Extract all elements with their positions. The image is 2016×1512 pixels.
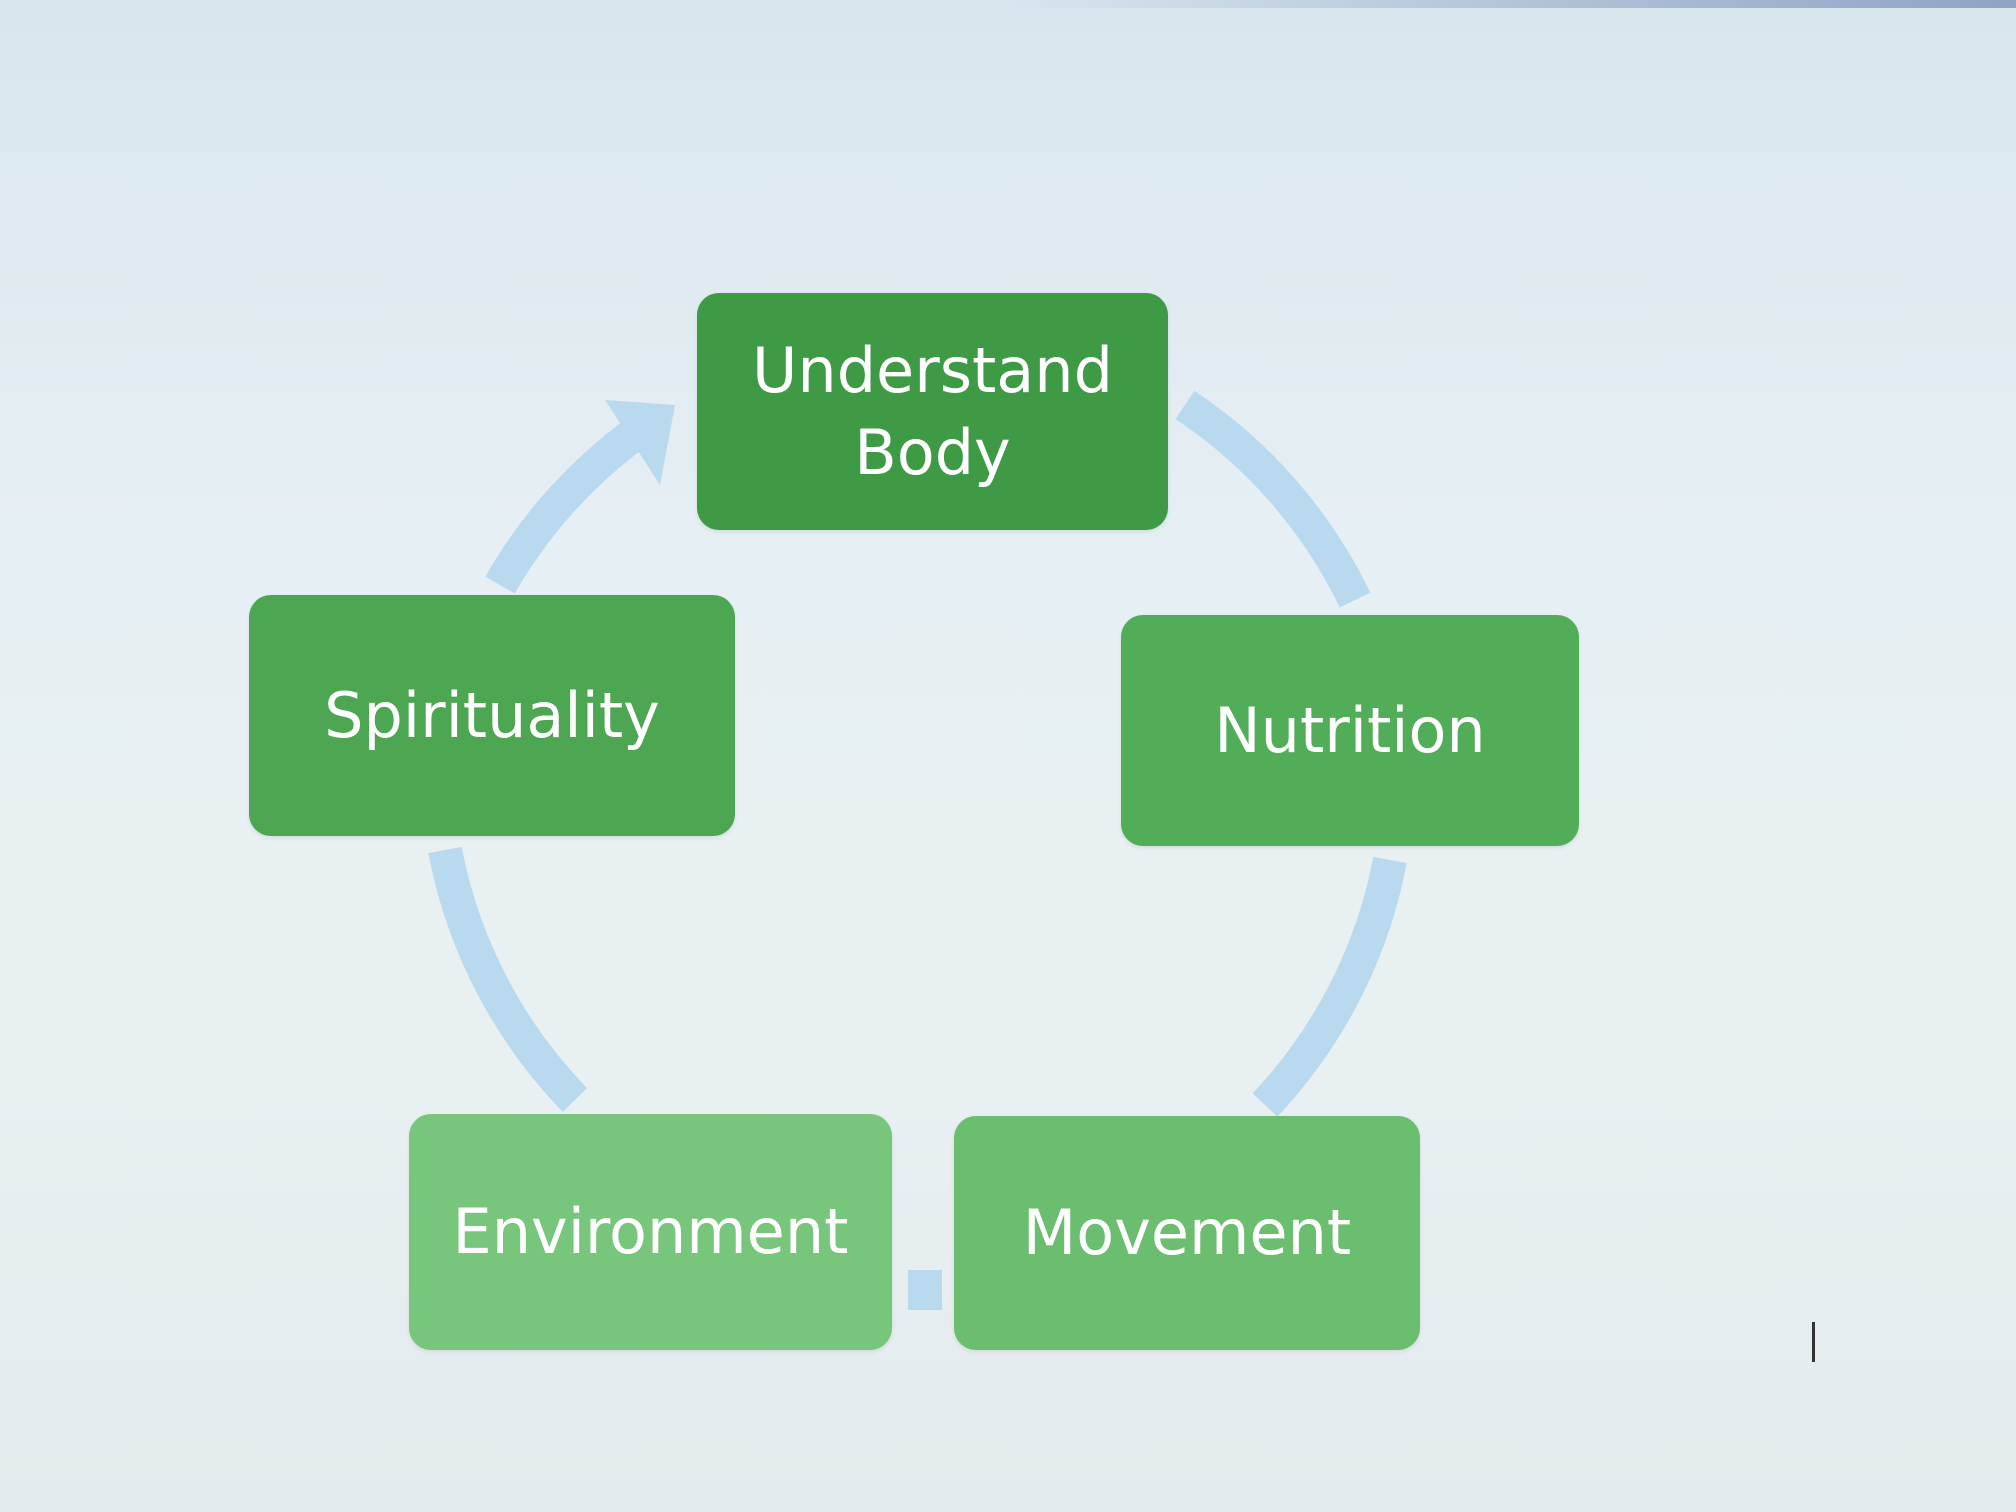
node-nutrition[interactable]: Nutrition	[1121, 615, 1579, 846]
node-label: Spirituality	[324, 678, 660, 752]
node-environment[interactable]: Environment	[409, 1114, 892, 1350]
node-understand-body[interactable]: Understand Body	[697, 293, 1168, 530]
text-cursor	[1812, 1322, 1815, 1362]
arc-nutrition-to-movement	[1252, 856, 1407, 1117]
node-movement[interactable]: Movement	[954, 1116, 1420, 1350]
node-label: Body	[854, 415, 1011, 489]
node-label: Understand	[752, 333, 1113, 407]
arc-body-to-nutrition	[1175, 390, 1371, 608]
node-label: Nutrition	[1214, 693, 1486, 767]
screen-edge	[1000, 0, 2016, 8]
node-spirituality[interactable]: Spirituality	[249, 595, 735, 836]
node-label: Movement	[1022, 1196, 1352, 1269]
arc-spirituality-to-body	[485, 416, 650, 594]
node-label: Environment	[452, 1195, 849, 1268]
arrow-head-icon	[605, 400, 675, 485]
arc-environment-to-spirituality	[428, 846, 588, 1112]
